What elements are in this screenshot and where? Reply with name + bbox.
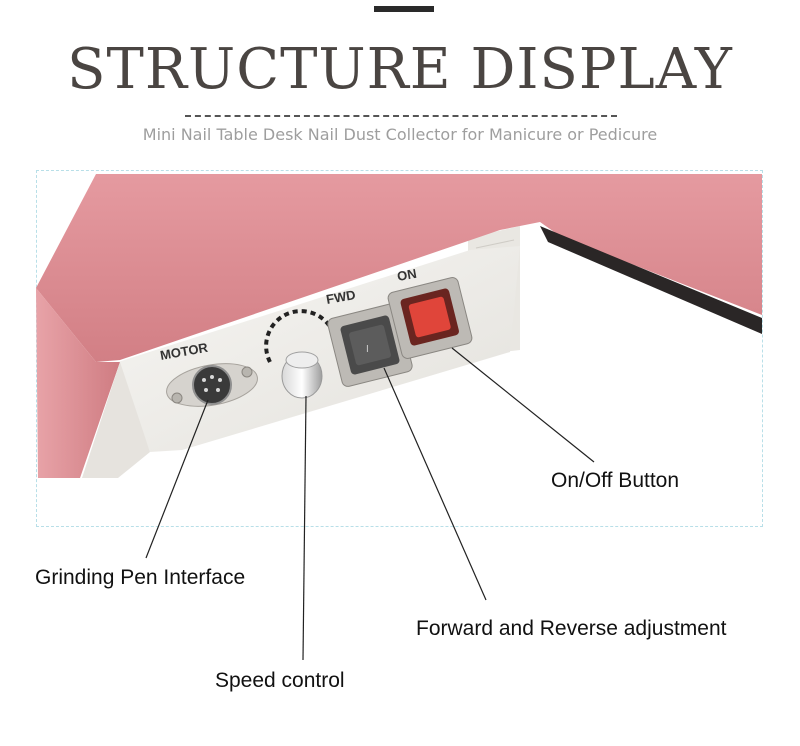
- svg-text:I: I: [366, 344, 369, 355]
- callout-forward-reverse: Forward and Reverse adjustment: [416, 617, 727, 640]
- page-subtitle: Mini Nail Table Desk Nail Dust Collector…: [142, 125, 658, 144]
- callout-leaders: [145, 347, 595, 661]
- motor-port-icon: [166, 363, 258, 407]
- leader-speed: [302, 395, 307, 661]
- direction-switch-icon: I: [327, 303, 413, 387]
- callout-grinding-pen: Grinding Pen Interface: [35, 566, 246, 589]
- top-accent-bar: [374, 6, 434, 12]
- leader-on-off: [451, 347, 595, 463]
- leader-forward-reverse: [383, 367, 487, 601]
- title-divider: [185, 115, 617, 117]
- pink-casing-left-leg: [36, 288, 120, 478]
- pink-casing-top: [36, 174, 762, 362]
- product-photo-frame: [36, 170, 763, 527]
- power-switch-icon: [387, 277, 473, 359]
- on-label: ON: [396, 266, 418, 284]
- fwd-label: FWD: [325, 287, 357, 307]
- dark-base: [540, 226, 762, 334]
- casing-inner-shadow: [82, 362, 150, 478]
- callout-speed: Speed control: [215, 669, 345, 692]
- speed-knob-icon: [264, 309, 334, 399]
- leader-grinding-pen: [145, 399, 209, 559]
- callout-on-off: On/Off Button: [551, 469, 680, 492]
- page-title: STRUCTURE DISPLAY: [67, 37, 733, 102]
